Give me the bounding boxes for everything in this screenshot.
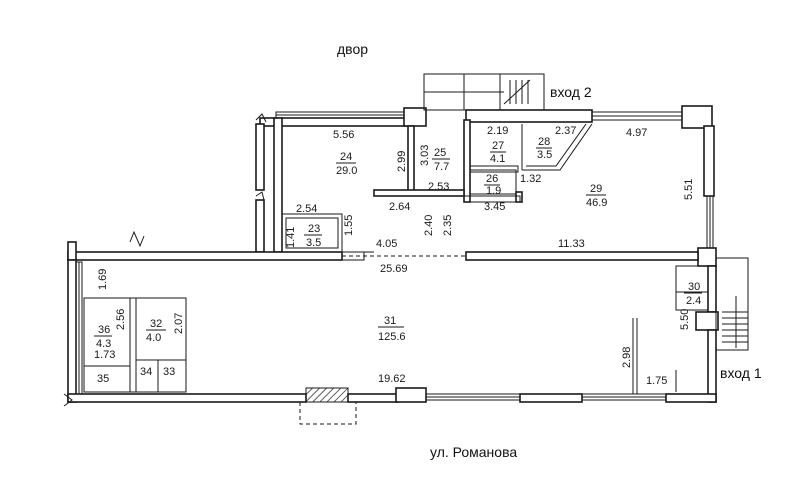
dimension: 2.54 <box>296 203 317 215</box>
dimension: 2.99 <box>396 151 408 172</box>
dimension: 11.33 <box>558 238 585 250</box>
stair-entrance-2 <box>423 73 545 111</box>
interior-walls <box>63 113 709 407</box>
dimension: 2.37 <box>555 125 576 137</box>
dimension: 5.56 <box>333 129 354 141</box>
dimension: 1.73 <box>94 349 115 361</box>
dimension-labels: 5.56 3.03 2.99 2.19 2.37 4.97 5.51 1.32 … <box>94 125 695 387</box>
room-number: 25 <box>434 147 446 159</box>
room-number: 29 <box>590 183 602 195</box>
room-area: 2.4 <box>686 295 701 307</box>
room-area: 29.0 <box>336 165 357 177</box>
dimension: 2.40 <box>423 215 435 236</box>
dimension: 1.32 <box>520 173 541 185</box>
room-area: 125.6 <box>378 331 406 343</box>
dimension: 5.51 <box>683 179 695 200</box>
room-number: 26 <box>486 173 498 185</box>
room-number: 31 <box>384 315 396 327</box>
dimension: 2.19 <box>487 125 508 137</box>
room-number: 30 <box>688 281 700 293</box>
room-area: 4.0 <box>146 332 161 344</box>
room-area: 4.1 <box>490 153 505 165</box>
room-number: 35 <box>97 373 109 385</box>
dimension: 1.75 <box>646 375 667 387</box>
stair-entrance-1 <box>715 257 749 351</box>
entrance-2-label: вход 2 <box>550 84 592 100</box>
dimension: 2.35 <box>442 215 454 236</box>
dimension: 3.45 <box>484 201 505 213</box>
room-area: 3.5 <box>537 149 552 161</box>
room-number: 34 <box>140 366 152 378</box>
dimension: 1.41 <box>285 227 297 248</box>
room-area: 3.5 <box>306 237 321 249</box>
dimension: 4.97 <box>626 127 647 139</box>
room-number: 36 <box>98 324 110 336</box>
dimension: 2.07 <box>173 313 185 334</box>
dimension: 25.69 <box>380 263 408 275</box>
room-number: 32 <box>150 318 162 330</box>
dimension: 5.50 <box>679 309 691 330</box>
street-label: ул. Романова <box>430 444 517 460</box>
dimension: 1.55 <box>343 215 355 236</box>
dimension: 1.69 <box>97 269 109 290</box>
dimension: 3.03 <box>419 145 431 166</box>
dimension: 2.64 <box>389 201 410 213</box>
dimension: 2.98 <box>621 347 633 368</box>
dimension: 2.53 <box>428 181 449 193</box>
room-area: 1.9 <box>486 185 501 197</box>
yard-label: двор <box>337 41 368 57</box>
room-area: 4.3 <box>96 338 111 350</box>
room-number: 33 <box>163 366 175 378</box>
dimension: 4.05 <box>376 238 397 250</box>
room-area: 7.7 <box>434 161 449 173</box>
room-number: 24 <box>340 151 352 163</box>
room-number: 27 <box>492 140 504 152</box>
entrance-1-label: вход 1 <box>720 365 762 381</box>
room-number: 28 <box>538 136 550 148</box>
dimension: 19.62 <box>378 373 406 385</box>
room-area: 46.9 <box>586 197 607 209</box>
dimension: 2.56 <box>115 309 127 330</box>
room-number: 23 <box>308 223 320 235</box>
room-labels: 24 29.0 25 7.7 26 1.9 27 4.1 28 3.5 29 4… <box>94 136 702 385</box>
